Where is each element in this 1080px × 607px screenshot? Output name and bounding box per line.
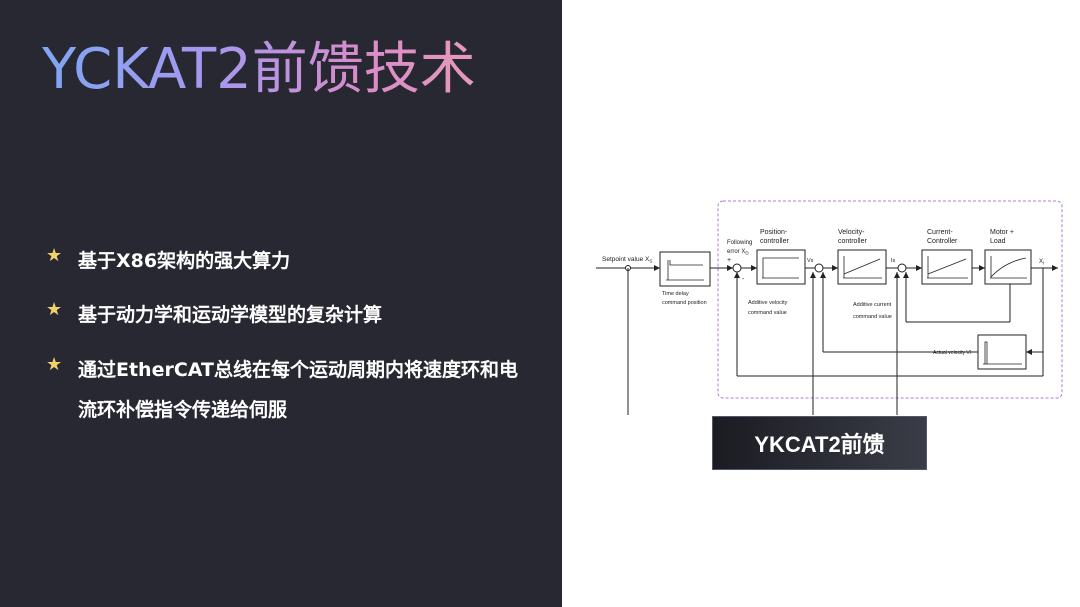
- position-controller-block: [756, 249, 806, 285]
- additive-current-label-1: Additive current: [853, 302, 892, 308]
- xi-label: XI: [1039, 259, 1044, 266]
- left-panel: [0, 0, 562, 607]
- velocity-controller-label-2: controller: [838, 238, 867, 245]
- is-label: Is: [891, 258, 896, 264]
- motor-label-2: Load: [990, 238, 1006, 245]
- position-controller-label-1: Position-: [760, 229, 788, 236]
- additive-velocity-label-2: command value: [748, 310, 787, 316]
- star-icon: ★: [46, 354, 63, 375]
- current-controller-block: [921, 249, 973, 285]
- time-delay-label-2: command position: [662, 300, 707, 306]
- additive-current-label-2: command value: [853, 314, 892, 320]
- actual-velocity-label: Actual velocity VI: [933, 350, 971, 356]
- bullet-text-1: 基于X86架构的强大算力: [78, 250, 291, 272]
- setpoint-label: Setpoint value XS: [602, 256, 652, 264]
- sum-node-2: [814, 263, 824, 273]
- velocity-controller-label-1: Velocity-: [838, 229, 865, 236]
- servo-boundary: [717, 200, 1063, 399]
- star-icon: ★: [46, 245, 63, 266]
- following-label-1: Following: [727, 240, 752, 246]
- vs-label: Vs: [807, 258, 814, 264]
- following-label-2: error XD: [727, 249, 749, 256]
- slide-title: YCKAT2前馈技术: [42, 30, 476, 110]
- motor-load-block: [984, 249, 1032, 285]
- star-icon: ★: [46, 299, 63, 320]
- time-delay-label-1: Time delay: [662, 291, 689, 297]
- motor-label-1: Motor +: [990, 229, 1014, 236]
- current-controller-label-2: Controller: [927, 238, 958, 245]
- sum-node-3: [897, 263, 907, 273]
- plus-sign: +: [727, 257, 731, 264]
- velocity-controller-block: [837, 249, 887, 285]
- bullet-text-2: 基于动力学和运动学模型的复杂计算: [78, 304, 383, 326]
- control-loop-diagram: Setpoint value XS Time delay command pos…: [590, 195, 1070, 445]
- feedforward-label-box: YKCAT2前馈: [712, 416, 927, 470]
- position-controller-label-2: controller: [760, 238, 789, 245]
- actual-velocity-block: [977, 334, 1027, 370]
- current-controller-label-1: Current-: [927, 229, 953, 236]
- minus-sign: -: [742, 276, 745, 283]
- additive-velocity-label-1: Additive velocity: [748, 300, 788, 306]
- bullet-text-3: 通过EtherCAT总线在每个运动周期内将速度环和电流环补偿指令传递给伺服: [78, 359, 518, 421]
- sum-node-1: [732, 263, 742, 273]
- time-delay-block: [659, 251, 711, 287]
